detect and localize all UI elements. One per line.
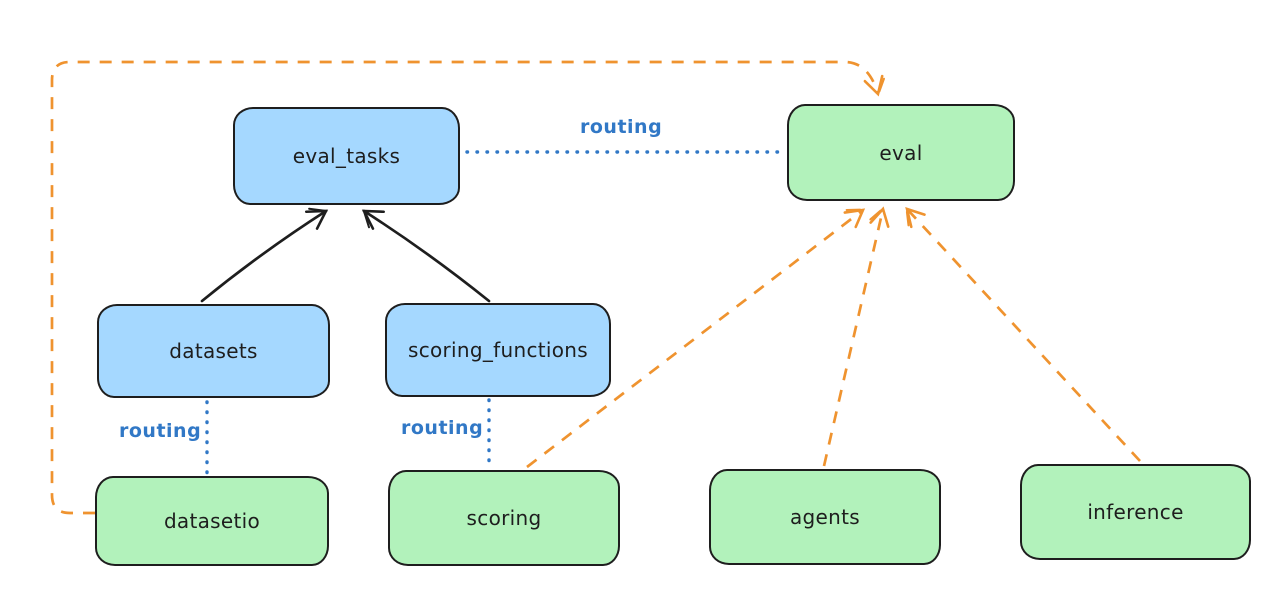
- edge-datasetio-to-eval-loop: [50, 60, 885, 515]
- node-scoring-label: scoring: [466, 506, 542, 530]
- edge-scoring_functions-to-eval_tasks: [361, 209, 491, 303]
- edge-label-routing-datasets-datasetio: routing: [119, 420, 202, 442]
- edge-datasets-to-eval_tasks: [200, 207, 329, 303]
- node-scoring_functions: scoring_functions: [385, 303, 611, 397]
- node-datasets: datasets: [97, 304, 330, 398]
- node-agents-label: agents: [790, 505, 860, 529]
- edge-label-routing-eval_tasks-eval: routing: [580, 116, 663, 138]
- node-datasetio-label: datasetio: [163, 509, 261, 533]
- node-eval-label: eval: [879, 140, 923, 165]
- node-agents: agents: [709, 469, 941, 565]
- edge-inference-to-eval: [905, 207, 1141, 462]
- node-eval_tasks-label: eval_tasks: [292, 144, 401, 168]
- node-scoring_functions-label: scoring_functions: [407, 338, 589, 362]
- node-inference-label: inference: [1087, 500, 1184, 524]
- node-inference: inference: [1020, 464, 1251, 560]
- node-eval: eval: [787, 104, 1015, 201]
- edge-label-routing-scoring_functions-scoring: routing: [401, 417, 484, 439]
- node-eval_tasks: eval_tasks: [233, 107, 460, 205]
- node-datasets-label: datasets: [169, 339, 258, 363]
- edge-agents-to-eval: [822, 206, 890, 467]
- node-datasetio: datasetio: [95, 476, 329, 566]
- node-scoring: scoring: [388, 470, 620, 566]
